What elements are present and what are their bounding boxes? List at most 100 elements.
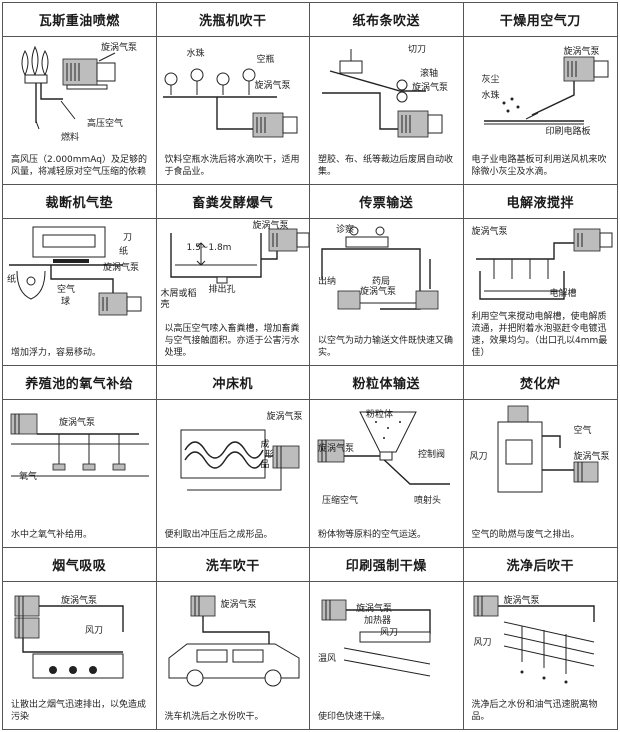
cell-description: 便利取出冲压后之成形品。 <box>164 529 273 540</box>
cell-description: 增加浮力，容易移动。 <box>11 348 102 358</box>
label-paper-top: 纸 <box>119 246 129 257</box>
cell-title: 养殖池的氧气补给 <box>3 366 156 400</box>
cell-strip-blowing: 纸布条吹送 切刀 滚轴 旋涡气泵 塑胶、布、纸等裁边后废屑自动收集。 <box>310 3 464 185</box>
label-warm-air: 温风 <box>318 653 337 664</box>
label-empty-bottle: 空瓶 <box>256 55 275 65</box>
label-water-drop: 水珠 <box>186 49 205 59</box>
label-vortex-pump: 旋涡气泵 <box>356 603 393 614</box>
vortex-pump-icon <box>317 439 345 463</box>
document-conveying-diagram <box>321 226 439 310</box>
label-vortex-pump: 旋涡气泵 <box>59 418 96 428</box>
label-vortex-pump: 旋涡气泵 <box>318 444 355 454</box>
cell-bottle-washer-drying: 洗瓶机吹干 水珠 空瓶 旋涡气泵 饮料空瓶水洗后将水滴吹干，适用于食品业。 <box>156 3 310 185</box>
label-clinic: 诊察 <box>336 224 355 235</box>
cell-description: 洗净后之水份和油气迅速脱离物品。 <box>471 700 598 722</box>
cell-title: 洗车吹干 <box>156 548 309 582</box>
cell-description: 利用空气来搅动电解槽，使电解质流通，并把附着水泡驱赶令电镀迅速，效果均匀。（出口… <box>471 312 608 358</box>
cell-description: 洗车机洗后之水份吹干。 <box>164 712 264 722</box>
label-air: 空气 <box>57 284 76 295</box>
label-air-knife: 风刀 <box>473 637 492 648</box>
cell-title: 烟气吸吸 <box>3 548 156 582</box>
cell-title: 洗净后吹干 <box>463 548 617 582</box>
vortex-pump-icon <box>573 228 612 251</box>
vortex-pump-icon <box>252 112 297 138</box>
label-vortex-pump: 旋涡气泵 <box>573 452 610 462</box>
air-knife-diagram <box>483 56 608 125</box>
label-vortex-pump: 旋涡气泵 <box>412 83 449 93</box>
fume-extraction-diagram <box>14 595 124 678</box>
label-depth: 1.5~1.8m <box>186 242 232 253</box>
cell-car-wash-drying: 洗车吹干 旋涡气泵 洗车机洗后之水份吹干。 <box>156 547 310 729</box>
label-vortex-pump: 旋涡气泵 <box>266 412 303 422</box>
cell-description: 以空气为动力输送文件既快速又确实。 <box>318 336 454 358</box>
manure-aeration-diagram <box>169 228 309 283</box>
cell-description: 塑胶、布、纸等裁边后废屑自动收集。 <box>318 154 454 177</box>
gas-oil-burner-diagram <box>21 45 116 130</box>
label-cashier: 出纳 <box>318 276 337 287</box>
label-form-1: 成 <box>260 440 270 450</box>
label-sawdust: 木屑或稻壳 <box>160 288 197 310</box>
cell-fishpond-oxygen: 养殖池的氧气补给 旋涡气泵 氧气 水中之氧气补给用。 <box>3 366 157 548</box>
vortex-pump-icon <box>62 58 116 90</box>
cell-description: 粉体物等原料的空气运送。 <box>318 529 427 540</box>
cell-document-conveying: 传票输送 诊察 出纳 药局 旋涡气泵 以空气为动力输送文件既快速又确实。 <box>310 184 464 366</box>
label-ball: 球 <box>61 296 71 307</box>
cell-description: 以高压空气嗦入畜粪槽，增加畜粪与空气接触面积。亦适于公害污水处理。 <box>164 324 300 358</box>
cell-title: 洗瓶机吹干 <box>156 3 309 37</box>
label-vortex-pump: 旋涡气泵 <box>360 286 397 297</box>
bottle-drying-diagram <box>162 68 297 138</box>
label-powder: 粉粒体 <box>366 410 394 420</box>
cell-electrolyte-stirring: 电解液搅拌 旋涡气泵 电解槽 利用空气来搅动电解槽，使电解质流通，并把附着水泡驱… <box>463 185 617 366</box>
flame-icon <box>21 45 49 77</box>
label-control-valve: 控制阀 <box>418 450 446 460</box>
label-air-knife: 风刀 <box>85 625 104 636</box>
vortex-pump-icon <box>563 56 608 82</box>
label-pharmacy: 药局 <box>372 276 391 287</box>
vortex-pump-icon <box>397 110 443 138</box>
cell-title: 干燥用空气刀 <box>463 3 617 37</box>
bottle-icon <box>164 68 255 95</box>
cell-description: 让散出之烟气迅速排出，以免造成污染 <box>11 700 147 722</box>
label-dust: 灰尘 <box>481 75 500 85</box>
label-vortex-pump: 旋涡气泵 <box>61 595 98 606</box>
vortex-pump-icon <box>473 595 498 616</box>
electrolyte-stirring-diagram <box>475 228 612 300</box>
cell-title: 裁断机气垫 <box>3 185 156 219</box>
label-high-pressure-air: 高压空气 <box>87 119 124 129</box>
cell-title: 冲床机 <box>156 366 309 400</box>
cell-description: 使印色快速干燥。 <box>318 712 391 722</box>
cell-manure-aeration: 畜粪发酵爆气 旋涡气泵 1.5~1.8m 木屑或稻壳 排出孔 以高压空气嗦入畜粪… <box>156 184 310 366</box>
label-form-2: 形 <box>264 450 274 460</box>
vortex-pump-icon <box>573 461 598 483</box>
cell-title: 瓦斯重油喷燃 <box>3 3 156 37</box>
label-air-knife: 风刀 <box>469 452 488 462</box>
vortex-pump-icon <box>272 445 299 469</box>
cell-description: 高风压（2.000mmAq）及足够的风量，将减轻原对空气压缩的依赖 <box>11 154 148 177</box>
label-vortex-pump: 旋涡气泵 <box>254 81 291 91</box>
cell-powder-conveying: 粉粒体输送 粉粒体 旋涡气泵 控制阀 压缩空气 喷射头 粉体物等原料的空气运送。 <box>310 366 464 548</box>
label-compressed-air: 压缩空气 <box>322 496 359 506</box>
cell-title: 电解液搅拌 <box>463 185 617 219</box>
label-vortex-pump: 旋涡气泵 <box>103 262 140 273</box>
label-vortex-pump: 旋涡气泵 <box>471 226 508 237</box>
label-cutter: 切刀 <box>408 45 427 55</box>
cell-title: 粉粒体输送 <box>310 366 463 400</box>
powder-conveying-diagram <box>317 411 450 485</box>
label-paper-side: 纸 <box>7 274 17 285</box>
cell-cutter-air-cushion: 裁断机气垫 刀 纸 旋涡气泵 纸 空气 球 增加浮力，容易移动。 <box>3 184 157 366</box>
vortex-pump-icon <box>268 228 309 251</box>
cell-title: 纸布条吹送 <box>310 3 463 37</box>
label-air: 空气 <box>573 426 592 436</box>
cell-gas-oil-burner: 瓦斯重油喷燃 旋涡气泵 高压空气 燃料 高风压（2.000mmA <box>3 3 157 185</box>
air-cushion-diagram <box>9 226 142 315</box>
label-electrolytic-tank: 电解槽 <box>549 288 577 299</box>
vortex-pump-icon <box>10 413 38 435</box>
vortex-pump-icon <box>337 290 439 309</box>
cell-post-wash-drying: 洗净后吹干 旋涡气泵 风刀 洗净后之水份和油气迅速脱离物品。 <box>463 548 617 730</box>
label-vortex-pump: 旋涡气泵 <box>252 220 289 231</box>
cell-description: 电子业电路基板可利用送风机来吹除微小灰尘及水滴。 <box>471 154 607 177</box>
cell-title: 畜粪发酵爆气 <box>156 185 309 219</box>
label-form-3: 品 <box>260 460 270 470</box>
cell-drying-air-knife: 干燥用空气刀 旋涡气泵 灰尘 水珠 印刷电路板 电子业电路基板可利用送风机来吹除… <box>463 3 617 185</box>
